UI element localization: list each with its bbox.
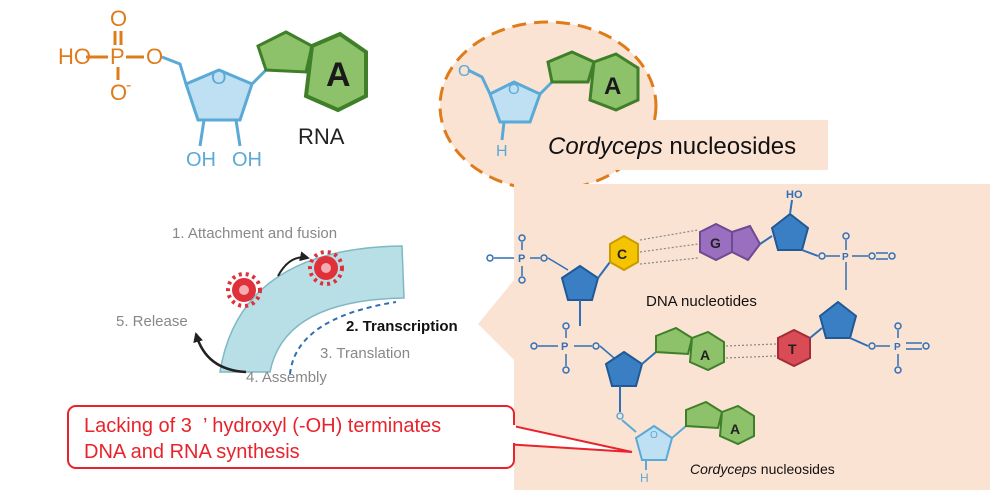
cordyceps-bottom-ring — [634, 424, 674, 461]
upper-right-phosphate: P — [818, 232, 896, 290]
step-1-label: 1. Attachment and fusion — [172, 225, 337, 242]
rna-phosphate-o-link: O — [146, 44, 163, 69]
rna-phosphate-o-bottom: O — [110, 80, 127, 105]
cordyceps-bottom-label: Cordyceps nucleosides — [690, 461, 835, 477]
cordyceps-bottom-nucleoside: O H A — [616, 400, 755, 485]
rna-base-label: A — [326, 56, 351, 94]
rna-phosphate-o-top: O — [110, 6, 127, 31]
lower-left-p: P — [561, 341, 568, 353]
dna-base-a2-label: A — [730, 421, 740, 437]
rna-phosphate-p: P — [110, 44, 125, 69]
callout-line-1: Lacking of 3 ’ hydroxyl (-OH) terminates — [84, 415, 441, 437]
release-arrow — [193, 332, 247, 374]
virus-cycle: 1. Attachment and fusion 2. Transcriptio… — [116, 225, 458, 386]
cordyceps-top-label-rest: nucleosides — [663, 133, 796, 160]
zoom-wedge — [478, 280, 514, 360]
rna-ring-oxygen: O — [211, 67, 227, 89]
cordyceps-bottom-base-pent — [685, 400, 724, 430]
rna-phosphate-o-minus: - — [126, 77, 131, 94]
cordyceps-bottom-h: H — [640, 471, 649, 485]
dna-base-c-label: C — [617, 246, 627, 262]
upper-left-p: P — [518, 253, 525, 265]
rna-hydroxyl-3: OH — [232, 149, 262, 171]
dna-base-thymine — [777, 328, 811, 368]
lower-right-p: P — [894, 342, 901, 353]
cordyceps-label-box — [532, 120, 828, 170]
chain-termination-callout: Lacking of 3 ’ hydroxyl (-OH) terminates… — [67, 405, 633, 469]
cordyceps-top-label-italic: Cordyceps — [548, 133, 663, 160]
dna-sugar-upper-left — [560, 264, 600, 301]
virus-particle-1 — [226, 272, 262, 308]
rna-hydroxyl-2: OH — [186, 149, 216, 171]
cordyceps-top: O O H A Cordyceps nucleosides — [438, 20, 828, 192]
cordyceps-top-chain-o: O — [458, 63, 470, 80]
rna-base-pentagon — [256, 30, 314, 74]
rna-phosphate-group: O HO P O - O — [58, 6, 163, 105]
cordyceps-bottom-base-hex — [718, 404, 755, 446]
host-membrane — [219, 245, 405, 373]
cordyceps-bottom-label-italic: Cordyceps — [690, 461, 757, 477]
step-3-label: 3. Translation — [320, 345, 410, 362]
dna-base-g-label: G — [710, 235, 721, 251]
rna-5prime-chain — [161, 55, 188, 85]
upper-right-p: P — [842, 252, 849, 263]
callout-line-2: DNA and RNA synthesis — [84, 441, 300, 463]
cordyceps-top-base-label: A — [604, 73, 621, 100]
rna-phosphate-bonds — [86, 31, 144, 80]
rna-label: RNA — [298, 124, 345, 149]
dna-base-cytosine — [609, 234, 639, 272]
dna-base-guanine-pent — [731, 224, 762, 262]
dna-base-t-label: T — [788, 341, 797, 357]
cordyceps-bottom-label-rest: nucleosides — [757, 461, 835, 477]
cordyceps-top-h: H — [496, 143, 508, 160]
cordyceps-top-5prime-chain — [467, 68, 492, 95]
lower-left-phosphate: P — [530, 322, 615, 374]
cordyceps-top-label: Cordyceps nucleosides — [548, 133, 796, 160]
rna-base-hexagon — [303, 31, 368, 113]
step-5-label: 5. Release — [116, 313, 188, 330]
dna-nucleotides-label: DNA nucleotides — [646, 293, 757, 310]
dna-panel: P C G HO — [478, 184, 990, 490]
cordyceps-top-h-bond — [500, 121, 506, 141]
lower-right-phosphate: P — [868, 322, 930, 374]
cg-hydrogen-bonds — [639, 229, 699, 265]
dna-sugar-lower-right — [818, 300, 858, 339]
cordyceps-top-ring — [488, 80, 542, 124]
rna-2oh-bond — [198, 119, 206, 147]
dna-base-adenine-hex — [688, 330, 725, 372]
dna-ho-label: HO — [786, 189, 803, 201]
upper-left-phosphate: P — [486, 234, 548, 284]
attachment-arrow — [277, 251, 310, 277]
rna-glycosidic-bond — [250, 68, 268, 86]
step-4-label: 4. Assembly — [246, 369, 327, 386]
at-hydrogen-bonds — [725, 343, 777, 359]
rna-3oh-bond — [234, 119, 242, 147]
dna-base-a-label: A — [700, 347, 710, 363]
cordyceps-top-base-pentagon — [546, 50, 596, 84]
virus-particle-2 — [308, 250, 344, 286]
rna-phosphate-ho: HO — [58, 44, 91, 69]
rna-ribose-ring — [184, 68, 254, 122]
cordyceps-bottom-ring-oxygen: O — [650, 430, 658, 441]
dna-sugar-lower-left — [604, 350, 644, 387]
dna-base-adenine-pent — [655, 326, 694, 356]
membrane-dashed-line — [289, 301, 397, 375]
cordyceps-top-ring-oxygen: O — [508, 81, 520, 98]
rna-structure: O HO P O - O O OH OH A RNA — [58, 6, 368, 171]
step-2-label: 2. Transcription — [346, 318, 458, 335]
cordyceps-top-base-hexagon — [588, 52, 640, 112]
dna-sugar-upper-right — [770, 212, 810, 251]
